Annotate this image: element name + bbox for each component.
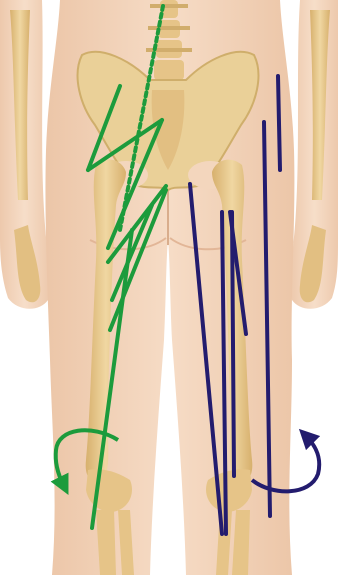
left-arm	[0, 0, 49, 309]
blue-line-1	[278, 76, 280, 170]
blue-line-6	[232, 212, 234, 476]
